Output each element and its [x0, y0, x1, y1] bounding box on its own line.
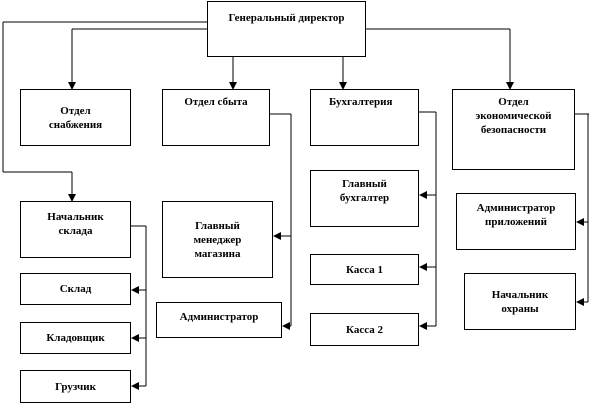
administrator-box: Администратор [156, 302, 282, 338]
security-head-box: Начальник охраны [464, 273, 576, 330]
loader-box: Грузчик [20, 370, 131, 403]
app-admin-box: Администратор приложений [456, 193, 576, 250]
chief-accountant-box: Главный бухгалтер [310, 170, 419, 227]
accounting-box: Бухгалтерия [310, 89, 419, 146]
sales-dept-box: Отдел сбыта [162, 89, 270, 146]
store-manager-box: Главный менеджер магазина [162, 201, 273, 278]
warehouse-head-box: Начальник склада [20, 201, 131, 258]
ceo-box: Генеральный директор [207, 1, 366, 57]
security-dept-box: Отдел экономической безопасности [452, 89, 575, 170]
cash1-box: Касса 1 [310, 254, 419, 285]
supply-dept-box: Отдел снабжения [20, 89, 131, 146]
cash2-box: Касса 2 [310, 313, 419, 346]
warehouse-box: Склад [20, 273, 131, 305]
storekeeper-box: Кладовщик [20, 322, 131, 354]
